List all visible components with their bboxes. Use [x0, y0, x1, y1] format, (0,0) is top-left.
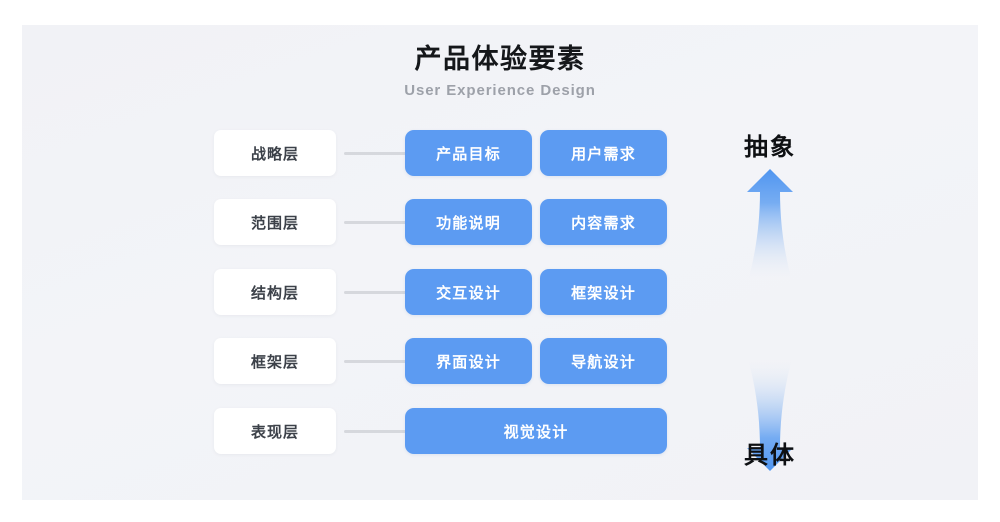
card-framework-design[interactable]: 框架设计	[540, 269, 667, 315]
card-interface-design[interactable]: 界面设计	[405, 338, 532, 384]
layer-row: 表现层 视觉设计	[22, 408, 978, 454]
connector-line	[344, 291, 420, 294]
layer-row: 战略层 产品目标 用户需求	[22, 130, 978, 176]
card-text: 框架设计	[571, 284, 636, 302]
card-text: 视觉设计	[503, 423, 569, 441]
layer-label-strategy[interactable]: 战略层	[214, 130, 336, 176]
card-interaction-design[interactable]: 交互设计	[405, 269, 532, 315]
connector-line	[344, 360, 420, 363]
card-text: 产品目标	[436, 145, 501, 163]
layer-label-text: 战略层	[250, 145, 299, 163]
connector-line	[344, 430, 420, 433]
page-title: 产品体验要素	[414, 44, 586, 74]
card-content-needs[interactable]: 内容需求	[540, 199, 667, 245]
card-user-needs[interactable]: 用户需求	[540, 130, 667, 176]
layers-diagram: 战略层 产品目标 用户需求 范围层 功能说明 内容需求	[22, 130, 978, 490]
layer-label-text: 表现层	[250, 423, 299, 441]
slide-canvas: 产品体验要素 User Experience Design 战略层 产品目标 用…	[22, 25, 978, 500]
layer-label-scope[interactable]: 范围层	[214, 199, 336, 245]
layer-row: 范围层 功能说明 内容需求	[22, 199, 978, 245]
card-text: 用户需求	[571, 145, 636, 163]
layer-row: 结构层 交互设计 框架设计	[22, 269, 978, 315]
card-text: 功能说明	[436, 214, 501, 232]
layer-label-text: 范围层	[250, 214, 299, 232]
card-product-goal[interactable]: 产品目标	[405, 130, 532, 176]
card-text: 内容需求	[571, 214, 636, 232]
layer-label-text: 结构层	[250, 284, 299, 302]
axis-label-abstract: 抽象	[744, 134, 796, 161]
connector-line	[344, 221, 420, 224]
layer-label-text: 框架层	[250, 353, 299, 371]
arrow-up-gradient-icon	[740, 167, 800, 285]
card-navigation-design[interactable]: 导航设计	[540, 338, 667, 384]
card-text: 交互设计	[436, 284, 501, 302]
layer-label-surface[interactable]: 表现层	[214, 408, 336, 454]
page-subtitle: User Experience Design	[404, 82, 596, 99]
card-text: 导航设计	[571, 353, 636, 371]
arrow-down-gradient-icon	[740, 355, 800, 473]
connector-line	[344, 152, 420, 155]
card-visual-design[interactable]: 视觉设计	[405, 408, 667, 454]
layer-row: 框架层 界面设计 导航设计	[22, 338, 978, 384]
card-text: 界面设计	[436, 353, 501, 371]
abstraction-axis: 抽象	[700, 25, 840, 500]
card-feature-spec[interactable]: 功能说明	[405, 199, 532, 245]
layer-label-skeleton[interactable]: 框架层	[214, 338, 336, 384]
heading-block: 产品体验要素 User Experience Design	[22, 42, 978, 102]
axis-label-concrete: 具体	[744, 442, 796, 469]
layer-label-structure[interactable]: 结构层	[214, 269, 336, 315]
